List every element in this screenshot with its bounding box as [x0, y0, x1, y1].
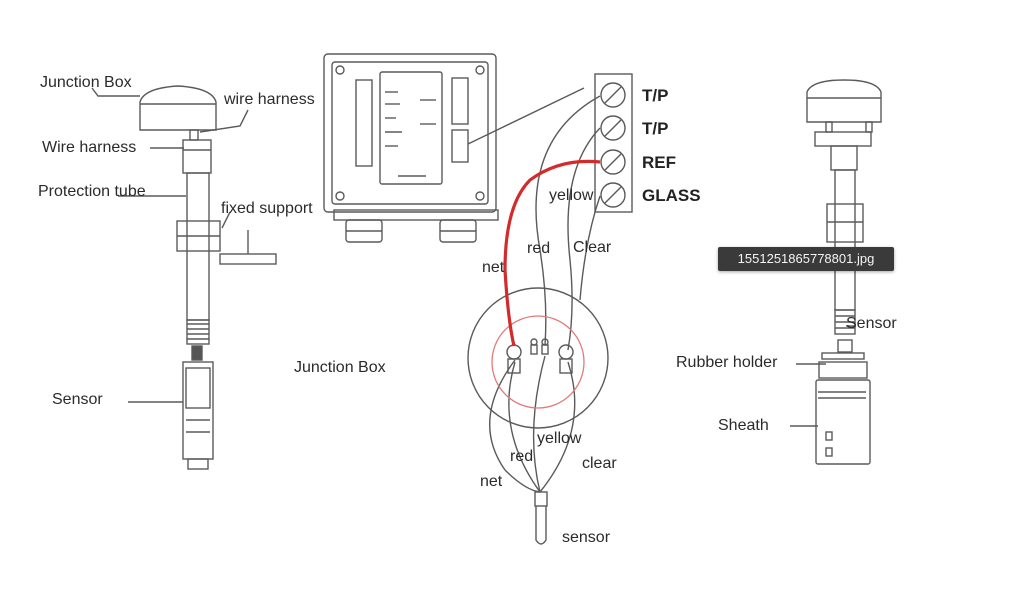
filename-tooltip: 1551251865778801.jpg: [718, 247, 894, 271]
center-junction-box: [323, 53, 585, 243]
terminal-label-ref: REF: [642, 153, 676, 172]
label-wire-clear-top: Clear: [573, 239, 612, 256]
label-wire-net-bottom: net: [480, 473, 503, 490]
terminal-label-tp-2: T/P: [642, 119, 669, 138]
label-rubber-holder: Rubber holder: [676, 354, 778, 371]
label-center-junction-box: Junction Box: [294, 359, 386, 376]
terminal-label-tp-1: T/P: [642, 86, 669, 105]
label-left-wire-harness-right: wire harness: [224, 91, 315, 108]
label-wire-red-top: red: [527, 240, 551, 257]
label-bottom-sensor: sensor: [562, 529, 611, 546]
terminal-block: [594, 73, 633, 213]
label-wire-clear-bottom: clear: [582, 455, 617, 472]
label-left-wire-harness-left: Wire harness: [42, 139, 137, 156]
label-left-sensor: Sensor: [52, 391, 103, 408]
label-protection-tube: Protection tube: [38, 183, 146, 200]
label-fixed-support: fixed support: [221, 200, 313, 217]
label-left-junction-box: Junction Box: [40, 74, 132, 91]
terminal-label-glass: GLASS: [642, 186, 701, 205]
right-sensor-assembly: [790, 79, 882, 465]
label-right-sensor: Sensor: [846, 315, 897, 332]
circular-mount: [467, 287, 609, 545]
red-wire-and-ring: [491, 159, 601, 409]
label-wire-red-bottom: red: [510, 448, 534, 465]
label-wire-yellow-top: yellow: [549, 187, 594, 204]
label-sheath: Sheath: [718, 417, 769, 434]
wires: [489, 95, 601, 493]
left-sensor-assembly: [91, 85, 277, 470]
label-wire-yellow-bottom: yellow: [537, 430, 582, 447]
label-wire-net-top: net: [482, 259, 505, 276]
